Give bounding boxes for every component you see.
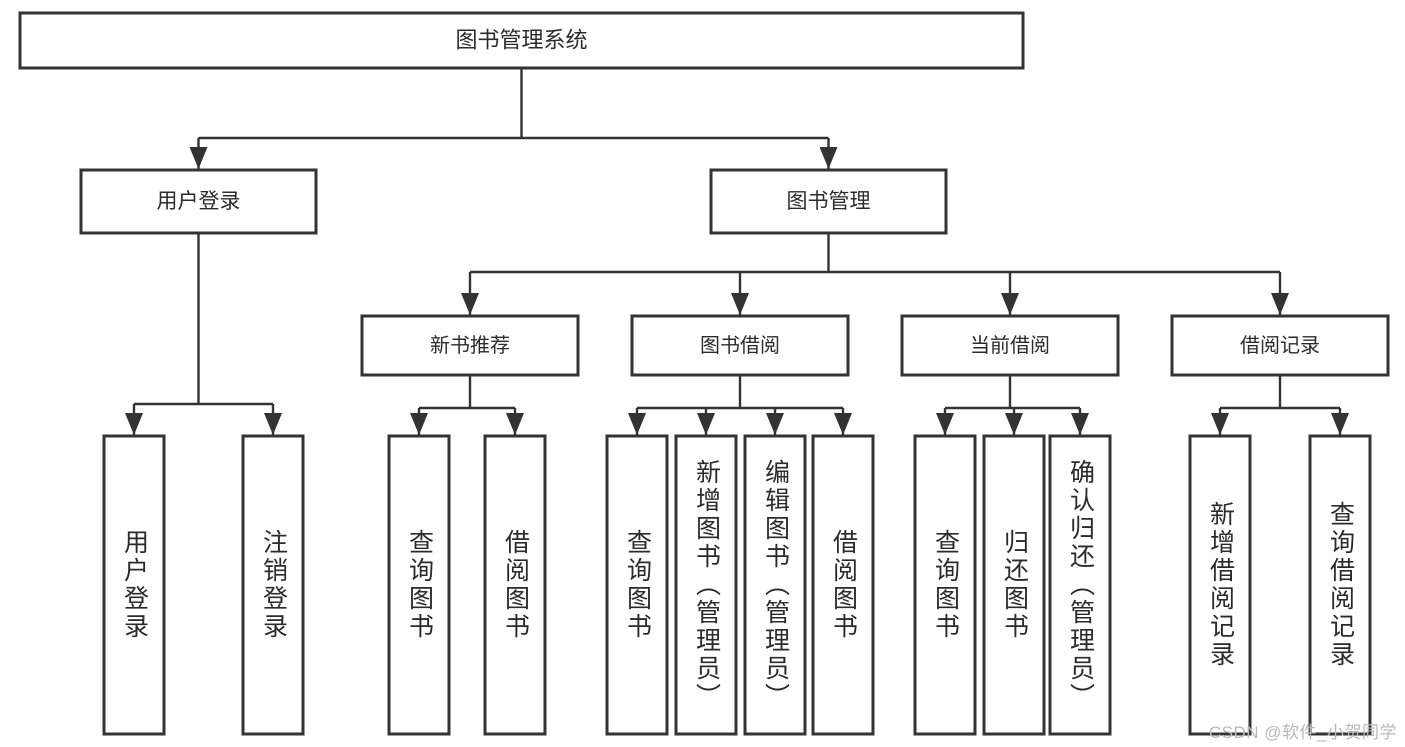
arrow-head-icon	[1271, 293, 1289, 315]
level2-node-label-0: 新书推荐	[430, 334, 510, 357]
arrow-head-icon	[697, 413, 715, 435]
leaf-node-3[interactable]	[483, 434, 547, 736]
arrow-head-icon	[506, 413, 524, 435]
level2-node-1[interactable]	[630, 314, 850, 377]
level2-node-3[interactable]	[1170, 314, 1390, 377]
arrow-head-icon	[766, 413, 784, 435]
leaf-node-10[interactable]	[1048, 434, 1112, 736]
arrow-head-icon	[1071, 413, 1089, 435]
leaf-node-11[interactable]	[1188, 434, 1252, 736]
level2-node-label-2: 当前借阅	[970, 334, 1050, 357]
arrow-head-icon	[189, 147, 208, 169]
leaf-node-6[interactable]	[743, 434, 807, 736]
arrow-head-icon	[125, 413, 143, 435]
arrow-head-icon	[1001, 293, 1019, 315]
arrow-head-icon	[1331, 413, 1349, 435]
node-box-layer	[18, 11, 1390, 736]
arrow-head-icon	[628, 413, 646, 435]
leaf-node-5[interactable]	[674, 434, 738, 736]
leaf-node-9[interactable]	[982, 434, 1046, 736]
leaf-node-8[interactable]	[913, 434, 977, 736]
leaf-node-2[interactable]	[387, 434, 451, 736]
arrow-head-icon	[819, 147, 838, 169]
watermark: CSDN @软件_小贺同学	[1208, 723, 1397, 742]
leaf-node-12[interactable]	[1308, 434, 1372, 736]
leaf-node-1[interactable]	[241, 434, 305, 736]
arrow-head-icon	[264, 413, 282, 435]
arrow-head-icon	[936, 413, 954, 435]
leaf-node-7[interactable]	[811, 434, 875, 736]
arrow-head-icon	[461, 293, 479, 315]
level1-node-1[interactable]	[709, 168, 948, 235]
leaf-node-0[interactable]	[102, 434, 166, 736]
arrow-head-icon	[731, 293, 749, 315]
root-node-label: 图书管理系统	[455, 27, 587, 52]
leaf-node-4[interactable]	[605, 434, 669, 736]
arrow-head-icon	[410, 413, 428, 435]
level2-node-label-3: 借阅记录	[1240, 334, 1320, 357]
level1-node-label-0: 用户登录	[157, 190, 241, 213]
arrow-head-icon	[1211, 413, 1229, 435]
node-图书管理系统-root[interactable]	[18, 11, 1025, 70]
arrow-head-icon	[1005, 413, 1023, 435]
level1-node-label-1: 图书管理	[787, 190, 871, 213]
level2-node-label-1: 图书借阅	[700, 334, 780, 357]
level2-node-2[interactable]	[900, 314, 1120, 377]
level2-node-0[interactable]	[360, 314, 580, 377]
level1-node-0[interactable]	[79, 168, 318, 235]
arrow-head-icon	[834, 413, 852, 435]
connector-layer	[125, 68, 1349, 435]
